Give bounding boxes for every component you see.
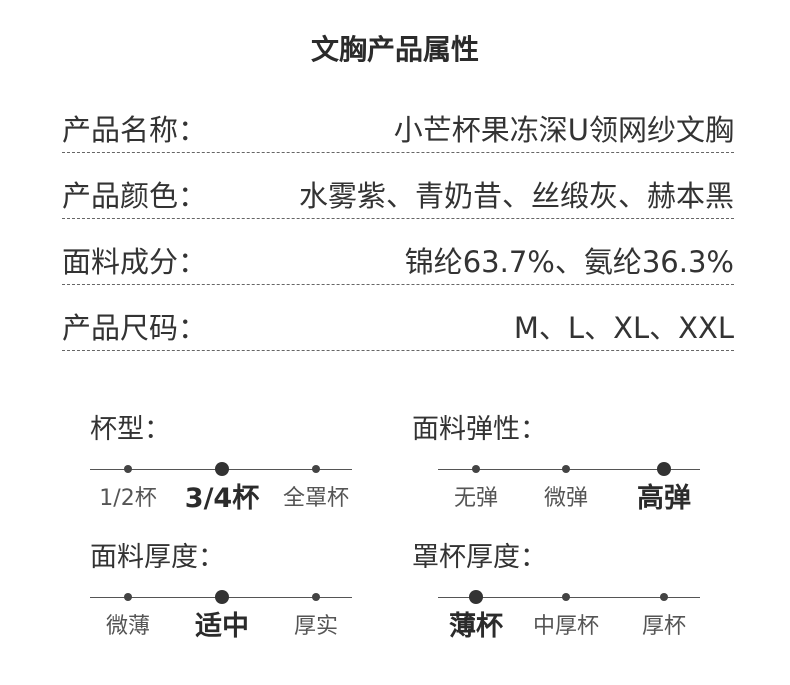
scale-dot [124, 593, 132, 601]
property-row-material: 面料成分： 锦纶63.7%、氨纶36.3% [62, 236, 734, 285]
scale-track [438, 586, 700, 610]
property-value: 水雾紫、青奶昔、丝缎灰、赫本黑 [298, 179, 734, 213]
scale-dot-selected [215, 462, 229, 476]
property-row-color: 产品颜色： 水雾紫、青奶昔、丝缎灰、赫本黑 [62, 170, 734, 219]
scale-fabric-thickness: 面料厚度： 微薄 适中 厚实 [90, 538, 352, 644]
scale-dot-selected [215, 590, 229, 604]
scale-option-selected: 3/4杯 [184, 483, 260, 514]
scale-option: 无弹 [453, 486, 499, 511]
property-label: 产品名称： [62, 113, 208, 147]
property-value: M、L、XL、XXL [513, 311, 734, 345]
property-row-name: 产品名称： 小芒杯果冻深U领网纱文胸 [62, 104, 734, 153]
scale-option: 微弹 [543, 486, 589, 511]
scale-dot [562, 593, 570, 601]
scale-option: 1/2杯 [99, 486, 157, 511]
scale-option: 微薄 [105, 614, 151, 639]
property-label: 产品尺码： [62, 311, 208, 345]
property-label: 面料成分： [62, 245, 208, 279]
scale-title: 杯型： [90, 414, 171, 445]
scale-dot [562, 465, 570, 473]
scale-option: 厚杯 [641, 614, 687, 639]
scale-option-selected: 薄杯 [449, 611, 503, 642]
scale-title: 面料弹性： [412, 414, 547, 445]
scale-cup-thickness: 罩杯厚度： 薄杯 中厚杯 厚杯 [412, 538, 700, 644]
scale-track [90, 458, 352, 482]
property-row-size: 产品尺码： M、L、XL、XXL [62, 302, 734, 351]
scale-option: 厚实 [293, 614, 339, 639]
scale-dot-selected [469, 590, 483, 604]
scale-cup-type: 杯型： 1/2杯 3/4杯 全罩杯 [90, 410, 352, 516]
scale-dot [660, 593, 668, 601]
property-value: 锦纶63.7%、氨纶36.3% [404, 245, 734, 279]
scale-option: 中厚杯 [532, 614, 600, 639]
scale-track [90, 586, 352, 610]
scale-option: 全罩杯 [282, 486, 350, 511]
property-label: 产品颜色： [62, 179, 208, 213]
scale-dot [472, 465, 480, 473]
scale-option-selected: 高弹 [637, 483, 691, 514]
scale-title: 罩杯厚度： [412, 542, 547, 573]
scale-dot [312, 593, 320, 601]
page-title: 文胸产品属性 [310, 33, 479, 66]
scale-title: 面料厚度： [90, 542, 225, 573]
scale-track [438, 458, 700, 482]
scale-fabric-elasticity: 面料弹性： 无弹 微弹 高弹 [412, 410, 700, 516]
property-value: 小芒杯果冻深U领网纱文胸 [393, 113, 734, 147]
scale-dot [124, 465, 132, 473]
scale-dot [312, 465, 320, 473]
scale-option-selected: 适中 [195, 611, 249, 642]
scale-dot-selected [657, 462, 671, 476]
